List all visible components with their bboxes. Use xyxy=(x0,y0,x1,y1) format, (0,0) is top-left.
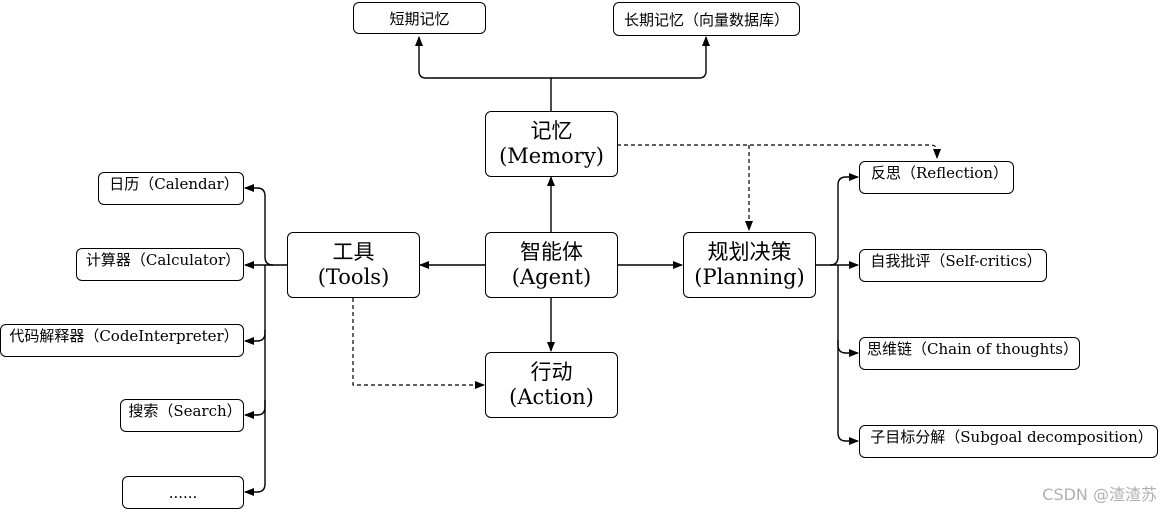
tool-item-calculator: 计算器（Calculator） xyxy=(76,248,244,281)
memory-subtitle: (Memory) xyxy=(499,144,604,168)
planning-node: 规划决策 (Planning) xyxy=(683,232,816,298)
agent-node: 智能体 (Agent) xyxy=(485,232,618,298)
planning-item-reflection: 反思（Reflection） xyxy=(859,161,1014,194)
planning-item-subgoal-decomposition: 子目标分解（Subgoal decomposition） xyxy=(859,425,1158,458)
tool-item-search: 搜索（Search） xyxy=(120,399,244,432)
long-term-memory-box: 长期记忆（向量数据库） xyxy=(613,2,800,36)
memory-node: 记忆 (Memory) xyxy=(485,111,618,177)
tool-item-label: 代码解释器（CodeInterpreter） xyxy=(9,327,239,345)
tools-title: 工具 xyxy=(332,240,375,264)
planning-subtitle: (Planning) xyxy=(694,265,805,289)
edge-memory-shortterm xyxy=(415,36,552,111)
tools-subtitle: (Tools) xyxy=(317,265,390,289)
memory-title: 记忆 xyxy=(530,119,573,143)
planning-item-label: 自我批评（Self-critics） xyxy=(870,252,1042,270)
agent-title: 智能体 xyxy=(520,240,583,264)
short-term-memory-label: 短期记忆 xyxy=(389,9,450,28)
edge-tools-more xyxy=(244,400,266,496)
edge-tools-code xyxy=(244,265,266,345)
tool-item-label: 搜索（Search） xyxy=(128,402,242,420)
short-term-memory-box: 短期记忆 xyxy=(353,2,486,34)
agent-subtitle: (Agent) xyxy=(511,265,592,289)
edge-planning-subgoal xyxy=(837,340,859,445)
edge-memory-planning-dashed xyxy=(617,144,941,159)
tool-item-more: ...... xyxy=(122,476,244,509)
edge-memory-longterm xyxy=(551,36,710,79)
edge-tools-search xyxy=(244,330,266,419)
planning-title: 规划决策 xyxy=(707,240,792,264)
edge-tools-calendar xyxy=(244,184,287,266)
action-title: 行动 xyxy=(530,360,573,384)
tool-item-label: 日历（Calendar） xyxy=(109,175,239,193)
planning-item-label: 思维链（Chain of thoughts） xyxy=(866,340,1079,358)
planning-item-label: 子目标分解（Subgoal decomposition） xyxy=(870,428,1153,446)
edge-planning-reflection xyxy=(816,173,859,266)
edge-planning-cot xyxy=(837,265,859,357)
long-term-memory-label: 长期记忆（向量数据库） xyxy=(623,10,789,29)
tool-item-code-interpreter: 代码解释器（CodeInterpreter） xyxy=(0,324,244,357)
tool-item-calendar: 日历（Calendar） xyxy=(98,172,244,205)
tool-item-label: ...... xyxy=(168,483,198,502)
planning-item-self-critics: 自我批评（Self-critics） xyxy=(859,249,1047,282)
planning-item-label: 反思（Reflection） xyxy=(871,164,1008,182)
action-subtitle: (Action) xyxy=(509,385,594,409)
planning-item-chain-of-thoughts: 思维链（Chain of thoughts） xyxy=(859,337,1080,370)
watermark-text: CSDN @渣渣苏 xyxy=(1042,485,1157,504)
action-node: 行动 (Action) xyxy=(485,352,618,418)
tool-item-label: 计算器（Calculator） xyxy=(85,251,241,269)
tools-node: 工具 (Tools) xyxy=(287,232,420,298)
edge-tools-action-dashed xyxy=(352,298,485,389)
